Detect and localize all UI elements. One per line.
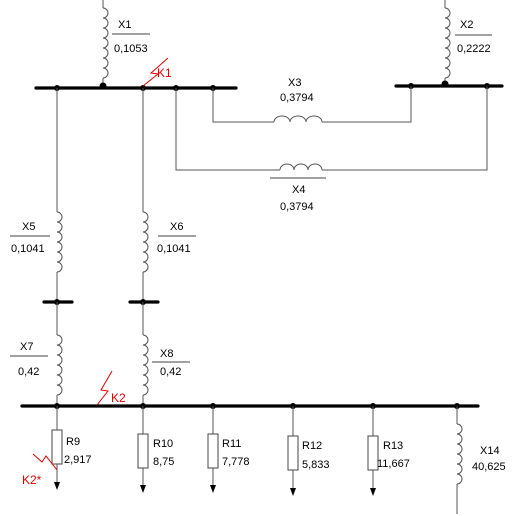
reactance-x3: X3 0,3794 bbox=[212, 77, 412, 123]
r10-name: R10 bbox=[153, 438, 173, 450]
load-r10: R10 8,75 bbox=[137, 406, 174, 493]
x3-name: X3 bbox=[288, 77, 301, 89]
x1-value: 0,1053 bbox=[114, 43, 148, 55]
x5-name: X5 bbox=[22, 221, 35, 233]
r13-value: 11,667 bbox=[377, 458, 410, 470]
x14-value: 40,625 bbox=[472, 461, 506, 473]
k1-lightning-icon bbox=[142, 57, 169, 87]
reactance-x5: X5 0,1041 bbox=[10, 88, 63, 302]
reactance-x7: X7 0,42 bbox=[10, 302, 63, 406]
k2-star-lightning-icon bbox=[32, 453, 58, 471]
load-r9: R9 2,917 bbox=[51, 406, 92, 490]
r10-value: 8,75 bbox=[153, 456, 174, 468]
load-r12: R12 5,833 bbox=[287, 406, 330, 496]
r12-value: 5,833 bbox=[302, 459, 330, 471]
x4-name: X4 bbox=[292, 184, 305, 196]
x7-name: X7 bbox=[20, 341, 33, 353]
reactance-x1: X1 0,1053 bbox=[102, 0, 150, 88]
x5-value: 0,1041 bbox=[11, 243, 45, 255]
x7-value: 0,42 bbox=[18, 366, 39, 378]
r10-arrow-icon bbox=[140, 485, 146, 493]
fault-k2: K2 bbox=[96, 370, 126, 406]
load-r13: R13 11,667 bbox=[367, 406, 410, 496]
reactance-x4: X4 0,3794 bbox=[175, 86, 488, 213]
x6-value: 0,1041 bbox=[157, 243, 191, 255]
reactance-x2: X2 0,2222 bbox=[444, 0, 492, 86]
bus-node-x2 bbox=[441, 80, 449, 88]
x6-name: X6 bbox=[170, 221, 183, 233]
bus-node-x1 bbox=[99, 82, 107, 90]
x1-name: X1 bbox=[118, 19, 131, 31]
x8-name: X8 bbox=[160, 348, 173, 360]
r12-arrow-icon bbox=[290, 488, 296, 496]
r12-name: R12 bbox=[302, 440, 322, 452]
reactance-x8: X8 0,42 bbox=[142, 302, 190, 406]
r11-value: 7,778 bbox=[222, 456, 250, 468]
r11-name: R11 bbox=[222, 438, 241, 450]
r11-arrow-icon bbox=[210, 485, 216, 493]
load-r11: R11 7,778 bbox=[207, 406, 250, 493]
fault-k2-star: K2* bbox=[22, 453, 58, 487]
k2-label: K2 bbox=[111, 391, 126, 405]
r13-arrow-icon bbox=[370, 488, 376, 496]
r9-value: 2,917 bbox=[64, 454, 92, 466]
x14-name: X14 bbox=[480, 445, 500, 457]
r9-arrow-icon bbox=[54, 482, 60, 490]
reactance-x6: X6 0,1041 bbox=[142, 88, 196, 302]
x3-value: 0,3794 bbox=[280, 92, 314, 104]
reactance-x14: X14 40,625 bbox=[456, 406, 506, 514]
k2-star-label: K2* bbox=[22, 473, 42, 487]
r9-name: R9 bbox=[66, 436, 80, 448]
x8-value: 0,42 bbox=[160, 366, 181, 378]
x2-value: 0,2222 bbox=[457, 43, 491, 55]
r13-name: R13 bbox=[383, 440, 403, 452]
x2-name: X2 bbox=[460, 19, 473, 31]
k1-label: K1 bbox=[157, 66, 172, 80]
k2-lightning-icon bbox=[96, 370, 113, 406]
fault-k1: K1 bbox=[142, 57, 172, 87]
x4-value: 0,3794 bbox=[280, 201, 314, 213]
